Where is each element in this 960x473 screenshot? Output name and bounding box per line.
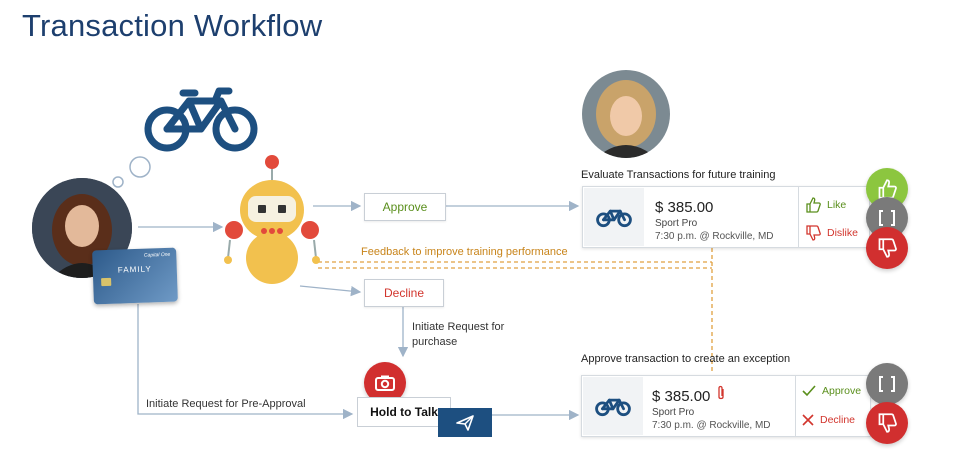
thought-bubble <box>110 150 160 200</box>
decline-option[interactable]: Decline <box>802 414 855 426</box>
hold-to-talk-button[interactable]: Hold to Talk <box>357 397 451 427</box>
bicycle-icon <box>595 398 631 417</box>
card-divider <box>798 187 799 247</box>
thumbs-down-icon <box>878 238 897 258</box>
neutral-circle-button[interactable] <box>866 363 908 405</box>
bracket-icon <box>879 210 895 226</box>
evaluate-heading: Evaluate Transactions for future trainin… <box>581 169 776 181</box>
evaluate-transaction-card: $ 385.00 Sport Pro 7:30 p.m. @ Rockville… <box>582 186 870 248</box>
card-divider <box>795 376 796 436</box>
approve-label: Approve <box>822 385 862 397</box>
thumbs-up-icon <box>878 179 897 199</box>
transaction-amount: $ 385.00 <box>652 388 711 405</box>
robot-illustration <box>224 152 320 293</box>
approve-button[interactable]: Approve <box>364 193 446 221</box>
bracket-icon <box>879 376 895 392</box>
dislike-label: Dislike <box>827 227 858 239</box>
exception-heading: Approve transaction to create an excepti… <box>581 353 791 365</box>
paperclip-icon <box>716 385 726 406</box>
approve-option[interactable]: Approve <box>802 385 861 397</box>
dislike-circle-button[interactable] <box>866 227 908 269</box>
decline-label: Decline <box>820 414 856 426</box>
like-option[interactable]: Like <box>805 197 846 213</box>
like-label: Like <box>827 199 847 211</box>
camera-icon <box>375 375 395 391</box>
dislike-option[interactable]: Dislike <box>805 225 858 241</box>
dislike-circle-button[interactable] <box>866 402 908 444</box>
thumbs-down-icon <box>806 225 821 241</box>
merchant-name: Sport Pro <box>652 407 695 418</box>
initiate-preapproval-label: Initiate Request for Pre-Approval <box>146 398 306 410</box>
thumbs-down-icon <box>878 413 897 433</box>
card-chip <box>101 277 112 287</box>
feedback-label: Feedback to improve training performance <box>361 246 568 258</box>
check-icon <box>802 385 816 397</box>
transaction-amount: $ 385.00 <box>655 199 714 216</box>
transaction-meta: 7:30 p.m. @ Rockville, MD <box>652 420 771 431</box>
card-brand: Capital One <box>143 251 171 259</box>
card-program: FAMILY <box>117 264 152 275</box>
exception-transaction-card: $ 385.00 Sport Pro 7:30 p.m. @ Rockville… <box>581 375 871 437</box>
credit-card: Capital One FAMILY <box>92 247 178 305</box>
reviewer-avatar <box>582 70 670 158</box>
bicycle-icon <box>143 85 259 160</box>
card-icon-box <box>584 188 644 246</box>
send-button[interactable] <box>438 408 492 437</box>
page-title: Transaction Workflow <box>22 8 323 43</box>
decline-button[interactable]: Decline <box>364 279 444 307</box>
initiate-purchase-label: Initiate Request for purchase <box>412 321 505 348</box>
merchant-name: Sport Pro <box>655 218 698 229</box>
x-icon <box>802 414 814 426</box>
send-icon <box>456 414 474 431</box>
thumbs-up-icon <box>806 197 821 213</box>
transaction-meta: 7:30 p.m. @ Rockville, MD <box>655 231 774 242</box>
bicycle-icon <box>596 209 632 228</box>
card-icon-box <box>583 377 643 435</box>
